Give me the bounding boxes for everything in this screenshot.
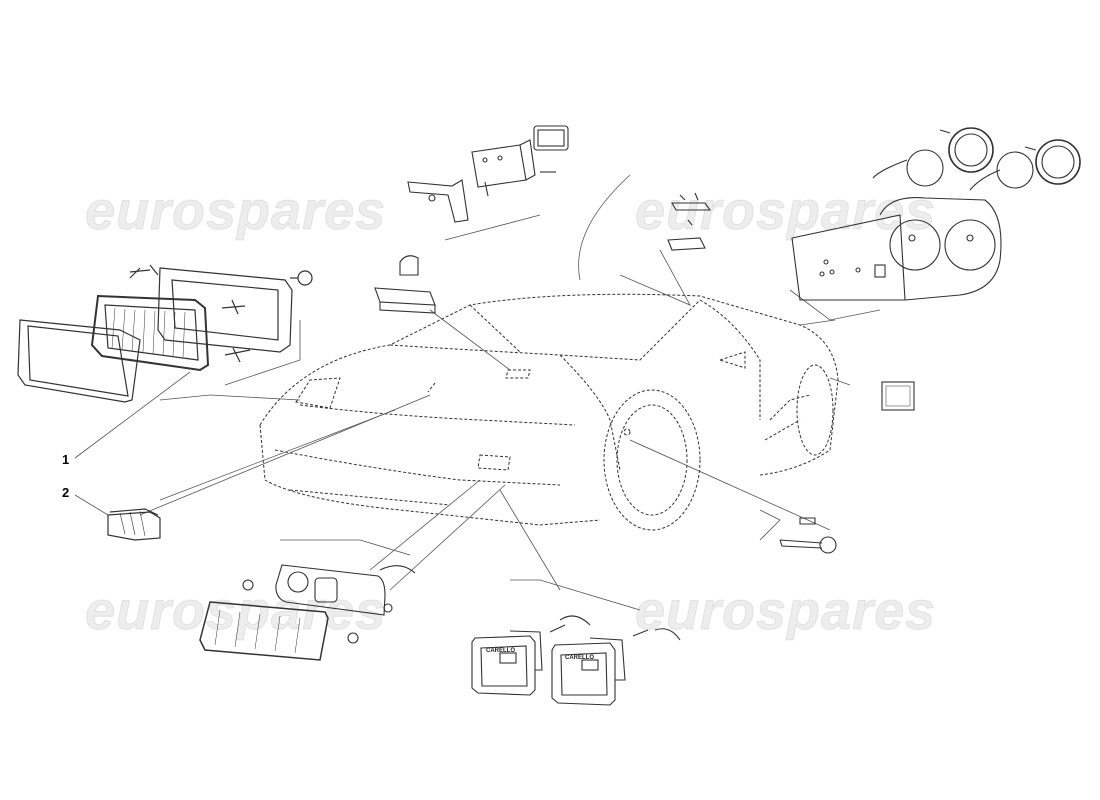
car-outline — [259, 293, 839, 531]
headlight-assembly — [17, 264, 313, 403]
small-lamp — [107, 508, 161, 541]
side-repeater-lamp — [881, 381, 915, 411]
interior-lamp — [374, 255, 436, 314]
watermark: eurospares — [634, 181, 937, 242]
watermark: eurospares — [84, 181, 387, 242]
fog-lamps: CARELLO CARELLO — [471, 615, 681, 706]
tail-light-assembly — [791, 127, 1081, 301]
watermark: eurospares — [634, 581, 937, 642]
license-plate-lamp — [667, 192, 712, 251]
leader-lines — [74, 174, 881, 611]
brand-label: CARELLO — [565, 655, 594, 661]
callout-2: 2 — [62, 485, 70, 500]
brand-label: CARELLO — [486, 648, 515, 654]
front-turn-signal — [199, 564, 416, 661]
watermark: eurospares — [84, 581, 387, 642]
side-marker-lamp — [407, 125, 569, 223]
side-lamp-bulb — [779, 517, 837, 554]
callout-1: 1 — [62, 452, 70, 467]
